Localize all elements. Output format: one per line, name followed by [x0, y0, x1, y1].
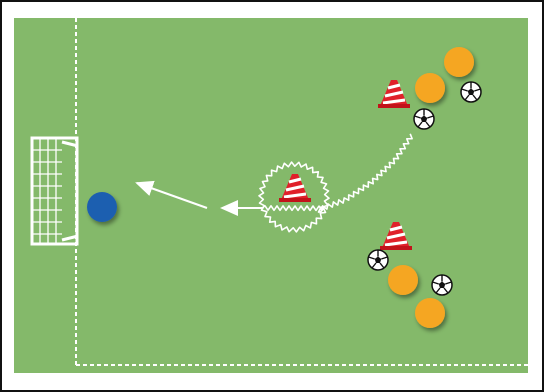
attacker-disc-icon [444, 47, 474, 77]
attacker-disc-icon [388, 265, 418, 295]
soccer-ball-icon [414, 109, 434, 129]
goalkeeper-disc-icon [87, 192, 117, 222]
attacker-disc-icon [415, 298, 445, 328]
attacker-disc-icon [415, 73, 445, 103]
soccer-ball-icon [368, 250, 388, 270]
soccer-ball-icon [432, 275, 452, 295]
soccer-ball-icon [461, 82, 481, 102]
